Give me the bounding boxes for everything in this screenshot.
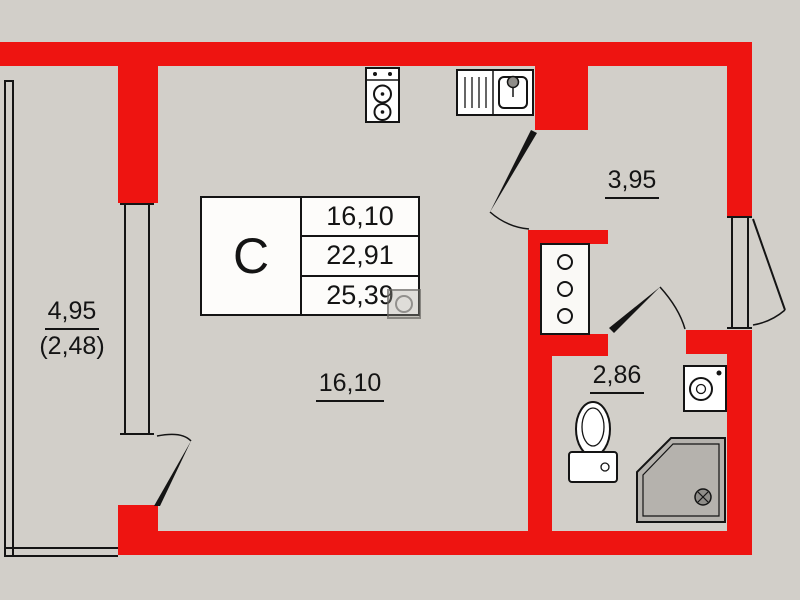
hallway-window: [727, 216, 786, 329]
bathroom-area-value: 2,86: [589, 359, 645, 394]
wall-shaft-top: [528, 230, 608, 244]
riser-shaft: [540, 243, 590, 335]
balcony-area-value: 4,95: [44, 295, 100, 330]
wall-bottom: [118, 531, 752, 555]
apartment-areas-column: 16,10 22,91 25,39: [302, 198, 418, 314]
apartment-type-letter: С: [202, 198, 302, 314]
hallway-area-value: 3,95: [604, 164, 660, 199]
wall-left-upper: [118, 42, 158, 203]
wall-kitchen-stub: [535, 66, 588, 130]
wall-right-upper: [727, 42, 752, 216]
wall-left-lower: [118, 505, 158, 555]
wall-right-lower: [727, 330, 752, 555]
apartment-stamp-table: С 16,10 22,91 25,39: [200, 196, 420, 316]
shower-icon: [636, 437, 726, 523]
stamp-total-area-with-balcony: 25,39: [326, 279, 394, 310]
wall-shaft-bottom: [528, 334, 608, 356]
bathroom-door-swing-icon: [609, 286, 686, 333]
balcony-window: [120, 203, 154, 435]
main-room-area-label: 16,10: [300, 367, 400, 402]
balcony-door-swing-icon: [154, 433, 192, 506]
wall-bathroom-left: [528, 356, 552, 531]
washing-machine-icon: [683, 365, 727, 412]
bathroom-area-label: 2,86: [577, 359, 657, 394]
balcony-area-reduced-value: (2,48): [39, 332, 105, 360]
wall-shaft-left: [528, 244, 541, 335]
main-room-area-value: 16,10: [315, 367, 385, 402]
stove-icon: [365, 67, 400, 123]
toilet-icon: [568, 401, 618, 483]
balcony-area-label: 4,95 (2,48): [22, 295, 122, 362]
wall-top: [0, 42, 752, 66]
wall-bathroom-top-right: [686, 330, 727, 354]
kitchen-sink-icon: [456, 69, 534, 116]
stamp-total-area: 22,91: [302, 237, 418, 277]
hallway-door-swing-icon: [489, 130, 537, 230]
stamp-icon: [387, 289, 421, 319]
stamp-living-area: 16,10: [302, 198, 418, 238]
hallway-area-label: 3,95: [592, 164, 672, 199]
